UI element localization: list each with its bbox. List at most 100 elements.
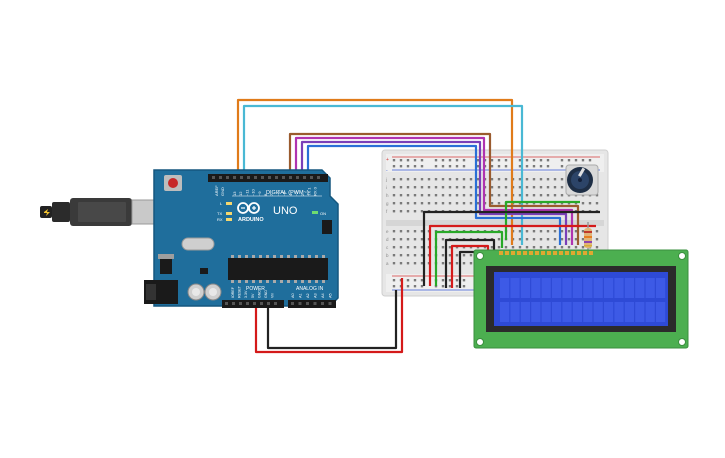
breadboard-hole[interactable] <box>588 202 592 205</box>
breadboard-hole[interactable] <box>392 246 396 249</box>
breadboard-hole[interactable] <box>462 194 466 197</box>
breadboard-hole[interactable] <box>497 186 501 189</box>
potentiometer[interactable] <box>565 164 599 196</box>
header-pin[interactable] <box>268 176 271 179</box>
breadboard-hole[interactable] <box>399 210 403 213</box>
rail-hole[interactable] <box>448 165 452 168</box>
breadboard-hole[interactable] <box>476 186 480 189</box>
wire-red-1[interactable] <box>428 224 596 286</box>
lcd-pin[interactable] <box>511 251 515 255</box>
wire-green-pot[interactable] <box>504 200 580 240</box>
breadboard-hole[interactable] <box>539 238 543 241</box>
breadboard-hole[interactable] <box>546 202 550 205</box>
rail-hole[interactable] <box>560 165 564 168</box>
breadboard-hole[interactable] <box>448 262 452 265</box>
breadboard-hole[interactable] <box>497 238 501 241</box>
breadboard-hole[interactable] <box>441 262 445 265</box>
breadboard-hole[interactable] <box>399 238 403 241</box>
lcd-pin[interactable] <box>553 251 557 255</box>
rail-hole[interactable] <box>504 165 508 168</box>
breadboard-hole[interactable] <box>469 194 473 197</box>
rail-hole[interactable] <box>588 159 592 162</box>
breadboard-hole[interactable] <box>441 194 445 197</box>
rail-hole[interactable] <box>546 165 550 168</box>
rail-hole[interactable] <box>525 165 529 168</box>
breadboard-hole[interactable] <box>441 238 445 241</box>
lcd-pin[interactable] <box>535 251 539 255</box>
rail-hole[interactable] <box>441 279 445 282</box>
header-pin[interactable] <box>247 176 250 179</box>
breadboard-hole[interactable] <box>595 238 599 241</box>
breadboard-hole[interactable] <box>525 230 529 233</box>
wire-green-2[interactable] <box>434 230 504 286</box>
analog-pin[interactable] <box>291 302 294 305</box>
breadboard-hole[interactable] <box>413 230 417 233</box>
breadboard-hole[interactable] <box>448 246 452 249</box>
breadboard-hole[interactable] <box>392 202 396 205</box>
breadboard-hole[interactable] <box>567 202 571 205</box>
power-pin[interactable] <box>239 302 242 305</box>
rail-hole[interactable] <box>581 159 585 162</box>
rail-hole[interactable] <box>413 165 417 168</box>
usb-cable[interactable] <box>40 198 165 226</box>
breadboard-hole[interactable] <box>518 246 522 249</box>
breadboard-hole[interactable] <box>455 178 459 181</box>
breadboard-hole[interactable] <box>553 194 557 197</box>
analog-pin[interactable] <box>298 302 302 305</box>
breadboard-hole[interactable] <box>420 238 424 241</box>
breadboard-hole[interactable] <box>553 186 557 189</box>
breadboard-hole[interactable] <box>490 246 494 249</box>
breadboard-hole[interactable] <box>567 246 571 249</box>
breadboard-hole[interactable] <box>455 262 459 265</box>
breadboard-hole[interactable] <box>476 202 480 205</box>
breadboard-hole[interactable] <box>574 238 578 241</box>
breadboard-hole[interactable] <box>539 186 543 189</box>
power-pin[interactable] <box>274 302 277 305</box>
breadboard-hole[interactable] <box>399 230 403 233</box>
power-pin[interactable] <box>253 302 256 305</box>
analog-pin[interactable] <box>321 302 324 305</box>
rail-hole[interactable] <box>462 159 466 162</box>
breadboard-hole[interactable] <box>532 246 536 249</box>
header-pin[interactable] <box>219 176 222 179</box>
breadboard-hole[interactable] <box>539 230 543 233</box>
breadboard-hole[interactable] <box>406 246 410 249</box>
lcd-pin-header[interactable] <box>499 251 593 255</box>
breadboard-hole[interactable] <box>560 186 564 189</box>
breadboard-hole[interactable] <box>427 194 431 197</box>
lcd-pin[interactable] <box>505 251 509 255</box>
breadboard-hole[interactable] <box>532 202 536 205</box>
wire-black-gnd[interactable] <box>266 290 398 350</box>
breadboard-hole[interactable] <box>553 202 557 205</box>
rail-hole[interactable] <box>441 285 445 288</box>
breadboard-hole[interactable] <box>574 246 578 249</box>
breadboard-hole[interactable] <box>504 194 508 197</box>
breadboard-hole[interactable] <box>560 202 564 205</box>
rail-hole[interactable] <box>574 159 578 162</box>
breadboard-hole[interactable] <box>392 194 396 197</box>
header-pin[interactable] <box>296 176 299 179</box>
breadboard-hole[interactable] <box>448 202 452 205</box>
breadboard-hole[interactable] <box>413 194 417 197</box>
wire-orange[interactable] <box>236 98 514 245</box>
header-pin[interactable] <box>310 176 313 179</box>
power-pin[interactable] <box>225 302 228 305</box>
rail-hole[interactable] <box>490 165 494 168</box>
breadboard-hole[interactable] <box>504 186 508 189</box>
rail-hole[interactable] <box>406 165 410 168</box>
breadboard-hole[interactable] <box>581 246 585 249</box>
lcd-pin[interactable] <box>523 251 527 255</box>
lcd-pin[interactable] <box>547 251 551 255</box>
breadboard-hole[interactable] <box>539 202 543 205</box>
breadboard-hole[interactable] <box>518 194 522 197</box>
breadboard-hole[interactable] <box>532 194 536 197</box>
breadboard-hole[interactable] <box>469 246 473 249</box>
breadboard-hole[interactable] <box>595 202 599 205</box>
breadboard-hole[interactable] <box>462 254 466 257</box>
breadboard-hole[interactable] <box>434 202 438 205</box>
breadboard-hole[interactable] <box>560 194 564 197</box>
breadboard-hole[interactable] <box>455 186 459 189</box>
breadboard-hole[interactable] <box>504 178 508 181</box>
rail-hole[interactable] <box>420 159 424 162</box>
